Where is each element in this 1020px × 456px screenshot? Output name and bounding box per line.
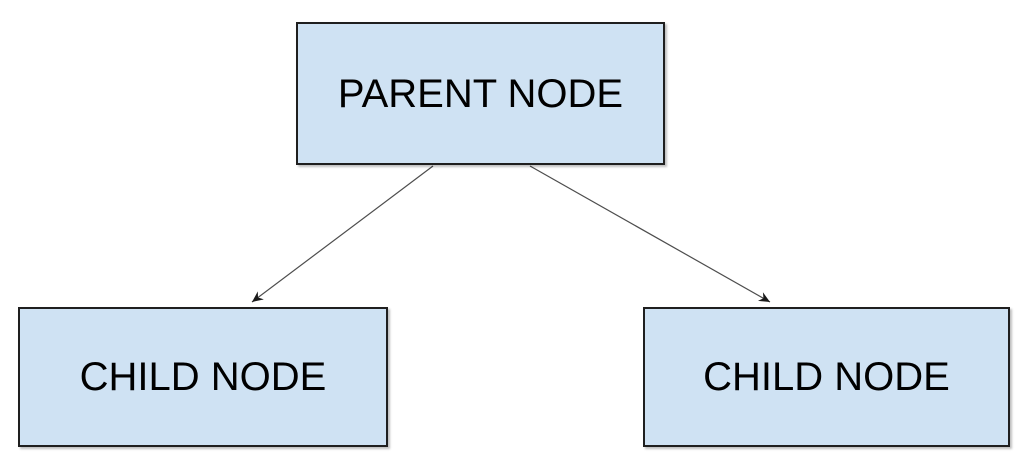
child-node-left-label: CHILD NODE xyxy=(79,355,327,399)
parent-node-shape: PARENT NODE xyxy=(296,22,665,165)
parent-node-label: PARENT NODE xyxy=(337,71,624,116)
connector-parent-to-left-child-arrow xyxy=(251,165,434,303)
child-node-right-shape: CHILD NODE xyxy=(643,307,1010,447)
child-node-left-shape: CHILD NODE xyxy=(18,307,388,447)
child-node-right-label: CHILD NODE xyxy=(703,355,950,399)
connector-parent-to-right-child-arrow xyxy=(529,165,771,303)
